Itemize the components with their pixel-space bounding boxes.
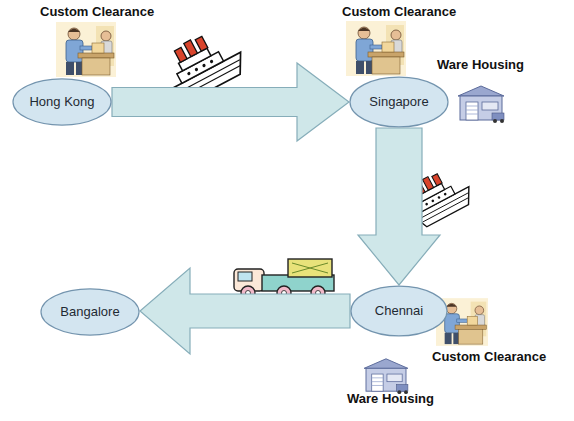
step-label: Custom Clearance <box>342 4 456 19</box>
step-label: Ware Housing <box>437 57 524 72</box>
block-arrow <box>358 128 440 285</box>
location-ellipse: Hong Kong <box>12 78 112 126</box>
block-arrow <box>140 268 350 354</box>
location-name: Chennai <box>375 304 423 318</box>
step-label: Ware Housing <box>347 391 434 406</box>
step-label: Custom Clearance <box>40 4 154 19</box>
step-label: Custom Clearance <box>432 349 546 364</box>
customs-clerk-icon <box>346 21 406 76</box>
location-ellipse: Singapore <box>349 76 449 128</box>
block-arrow <box>112 63 349 141</box>
warehouse-icon <box>458 86 504 123</box>
location-name: Singapore <box>369 95 428 109</box>
location-name: Hong Kong <box>29 95 94 109</box>
location-ellipse: Chennai <box>350 285 448 337</box>
customs-clerk-icon <box>56 22 116 77</box>
warehouse-icon <box>364 359 408 394</box>
location-name: Bangalore <box>60 305 119 319</box>
location-ellipse: Bangalore <box>40 288 140 336</box>
